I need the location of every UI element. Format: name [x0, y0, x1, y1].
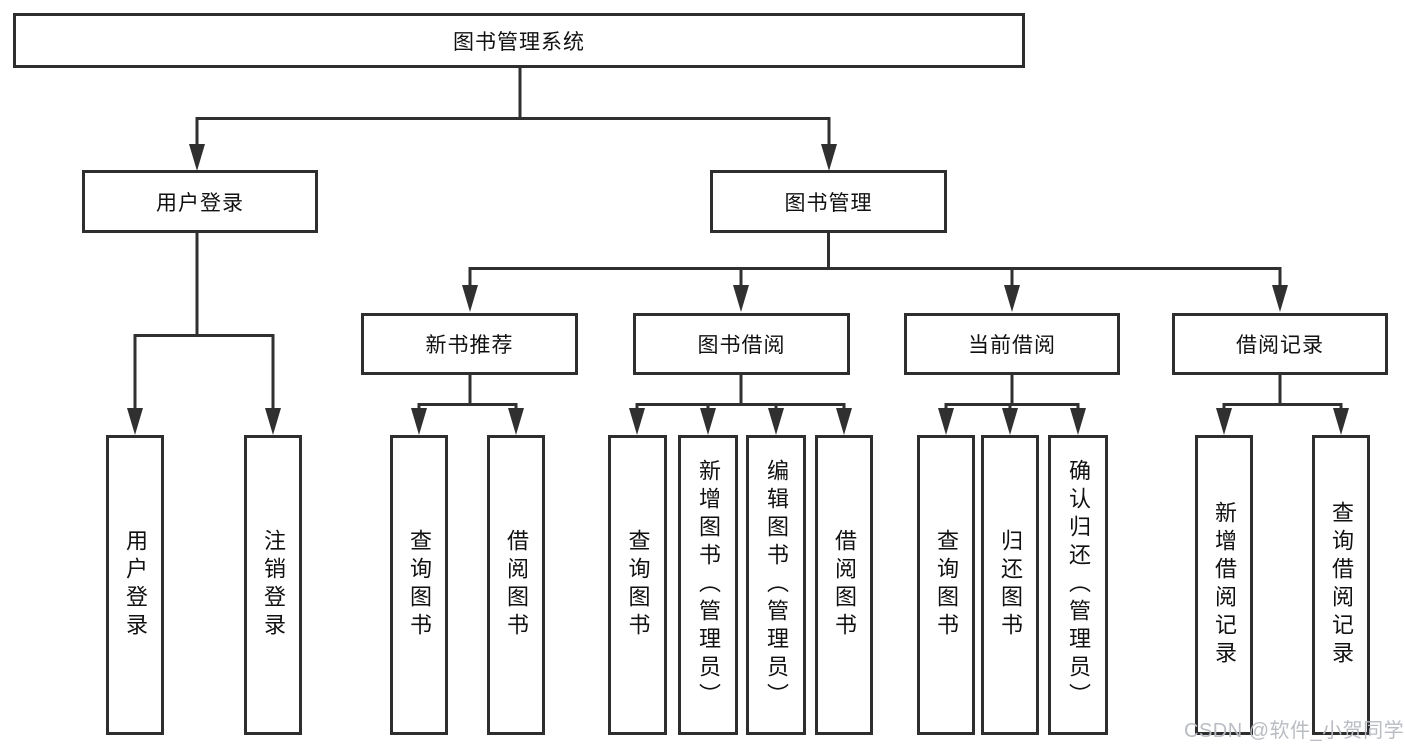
arrow-down-icon	[629, 408, 645, 435]
leaf-return-books: 归还图书	[981, 435, 1039, 735]
arrow-down-icon	[508, 408, 524, 435]
arrow-down-icon	[1272, 285, 1288, 312]
leaf-query-books: 查询图书	[917, 435, 975, 735]
connector-book-mgmt-to-level3	[462, 233, 1288, 312]
connector-borrow-records-to-children	[1216, 375, 1349, 435]
connector-current-borrow-to-children	[938, 375, 1086, 435]
arrow-down-icon	[189, 144, 205, 171]
arrow-down-icon	[265, 408, 281, 435]
connector-user-login-to-children	[127, 233, 281, 435]
arrow-down-icon	[733, 285, 749, 312]
arrow-down-icon	[836, 408, 852, 435]
leaf-user-login: 用户登录	[106, 435, 164, 735]
arrow-down-icon	[1216, 408, 1232, 435]
leaf-query-books: 查询图书	[390, 435, 448, 735]
arrow-down-icon	[127, 408, 143, 435]
node-new-book-recommendation: 新书推荐	[361, 313, 578, 375]
leaf-borrow-books: 借阅图书	[815, 435, 873, 735]
arrow-down-icon	[1070, 408, 1086, 435]
arrow-down-icon	[411, 408, 427, 435]
node-library-management-system: 图书管理系统	[13, 13, 1025, 68]
leaf-add-borrow-record: 新增借阅记录	[1195, 435, 1253, 735]
node-current-borrowing: 当前借阅	[904, 313, 1120, 375]
leaf-query-books: 查询图书	[608, 435, 667, 735]
node-book-borrowing: 图书借阅	[633, 313, 850, 375]
leaf-query-borrow-record: 查询借阅记录	[1312, 435, 1370, 735]
node-borrowing-records: 借阅记录	[1172, 313, 1388, 375]
leaf-add-books-admin: 新增图书（管理员）	[678, 435, 738, 735]
arrow-down-icon	[462, 285, 478, 312]
connector-new-book-rec-to-children	[411, 375, 524, 435]
node-user-login: 用户登录	[82, 170, 318, 233]
arrow-down-icon	[768, 408, 784, 435]
connector-book-borrow-to-children	[629, 375, 852, 435]
csdn-watermark: CSDN @软件_小贺同学	[1184, 720, 1405, 742]
leaf-edit-books-admin: 编辑图书（管理员）	[746, 435, 806, 735]
arrow-down-icon	[821, 144, 837, 171]
arrow-down-icon	[938, 408, 954, 435]
leaf-confirm-return-admin: 确认归还（管理员）	[1048, 435, 1108, 735]
arrow-down-icon	[1002, 408, 1018, 435]
connector-root-to-level2	[189, 68, 837, 171]
arrow-down-icon	[1333, 408, 1349, 435]
arrow-down-icon	[1004, 285, 1020, 312]
leaf-borrow-books: 借阅图书	[487, 435, 545, 735]
leaf-logout: 注销登录	[244, 435, 302, 735]
arrow-down-icon	[700, 408, 716, 435]
node-book-management: 图书管理	[710, 170, 947, 233]
